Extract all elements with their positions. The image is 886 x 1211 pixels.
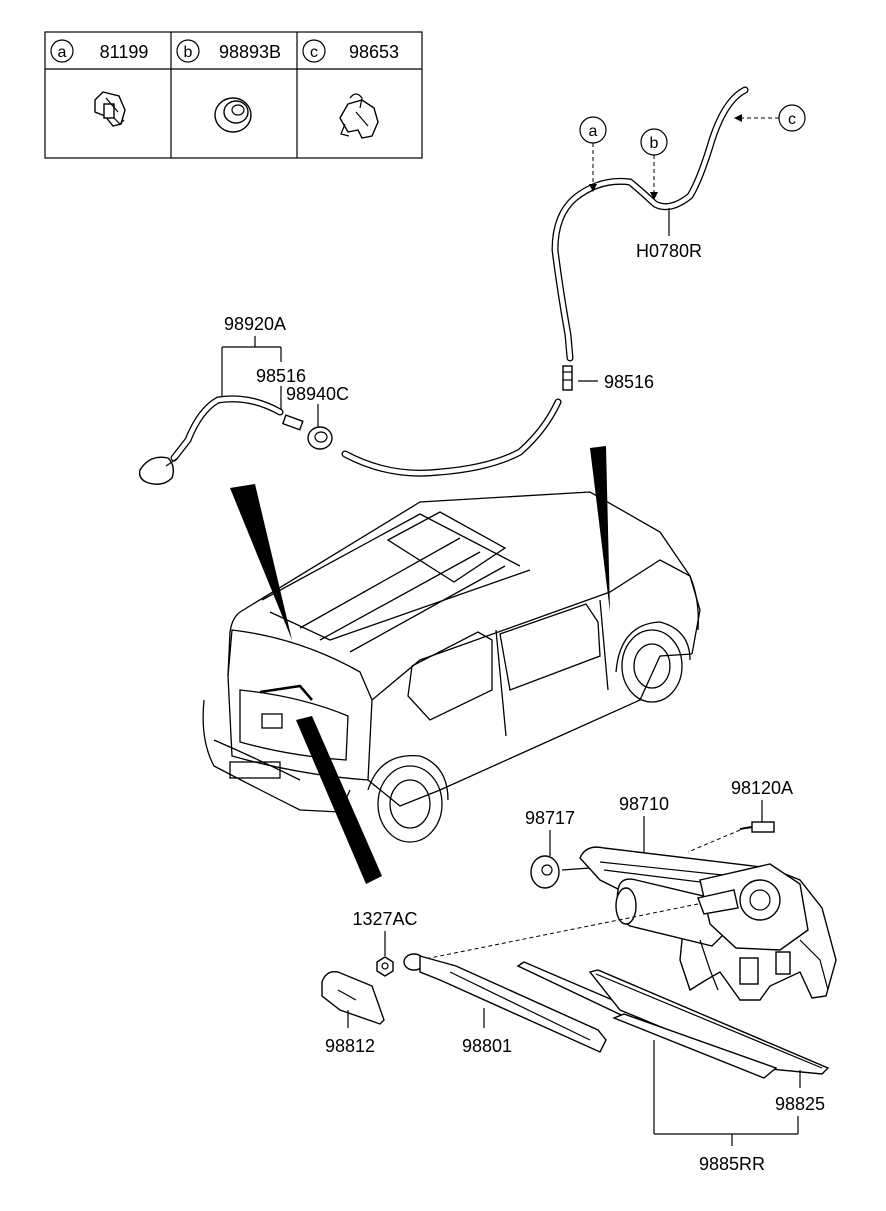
legend-part-number: 81199	[100, 42, 149, 62]
label-grommet: 98940C	[286, 384, 349, 404]
legend-part-number: 98653	[349, 42, 399, 62]
pointer-arrow-hose	[590, 446, 610, 612]
legend-item-b: b 98893B	[176, 39, 281, 133]
label-hose-main: H0780R	[636, 241, 702, 261]
label-blade: 98825	[775, 1094, 825, 1114]
label-arm-cover: 98812	[325, 1036, 375, 1056]
vehicle-illustration	[202, 446, 701, 884]
pointer-arrow-wiper	[296, 716, 382, 884]
connector-left	[281, 414, 304, 431]
legend-letter: c	[310, 44, 318, 61]
label-nozzle-assy: 98920A	[224, 314, 286, 334]
label-nut: 1327AC	[352, 909, 417, 929]
legend-item-c: c 98653	[302, 39, 399, 139]
washer-hose-upper	[551, 86, 749, 362]
washer-hose-lower	[341, 398, 562, 477]
grommet-icon	[214, 97, 252, 133]
hose-clip-icon	[339, 93, 379, 139]
legend-part-number: 98893B	[219, 42, 281, 62]
callout-a: a	[579, 116, 607, 192]
washer-nozzle	[138, 456, 179, 485]
pointer-arrow-nozzle	[230, 484, 292, 640]
svg-text:c: c	[788, 111, 796, 128]
legend-item-a: a 81199	[50, 39, 149, 127]
label-bolt: 98120A	[731, 778, 793, 798]
label-connector-left: 98516	[256, 366, 306, 386]
callout-b: b	[640, 128, 668, 200]
wiper-motor	[579, 846, 837, 1001]
grommet-part	[307, 426, 333, 450]
label-cap: 98717	[525, 808, 575, 828]
callout-c: c	[734, 104, 806, 132]
label-connector-right: 98516	[604, 372, 654, 392]
cap-part	[530, 855, 560, 889]
connector-right	[562, 365, 598, 391]
svg-text:b: b	[650, 135, 659, 152]
arm-cover-part	[321, 971, 385, 1025]
label-arm: 98801	[462, 1036, 512, 1056]
label-motor-assy: 98710	[619, 794, 669, 814]
wiper-arm	[403, 953, 607, 1053]
nozzle-hose	[170, 395, 284, 462]
bolt-part	[739, 821, 775, 833]
nut-part	[376, 956, 394, 977]
svg-text:a: a	[589, 123, 598, 140]
label-blade-assy: 9885RR	[699, 1154, 765, 1174]
legend-letter: a	[58, 44, 67, 61]
clip-icon	[94, 91, 126, 127]
legend-letter: b	[184, 44, 193, 61]
legend-table: a 81199 b 98893B c 98653	[44, 31, 423, 159]
wiper-blade	[588, 969, 830, 1079]
